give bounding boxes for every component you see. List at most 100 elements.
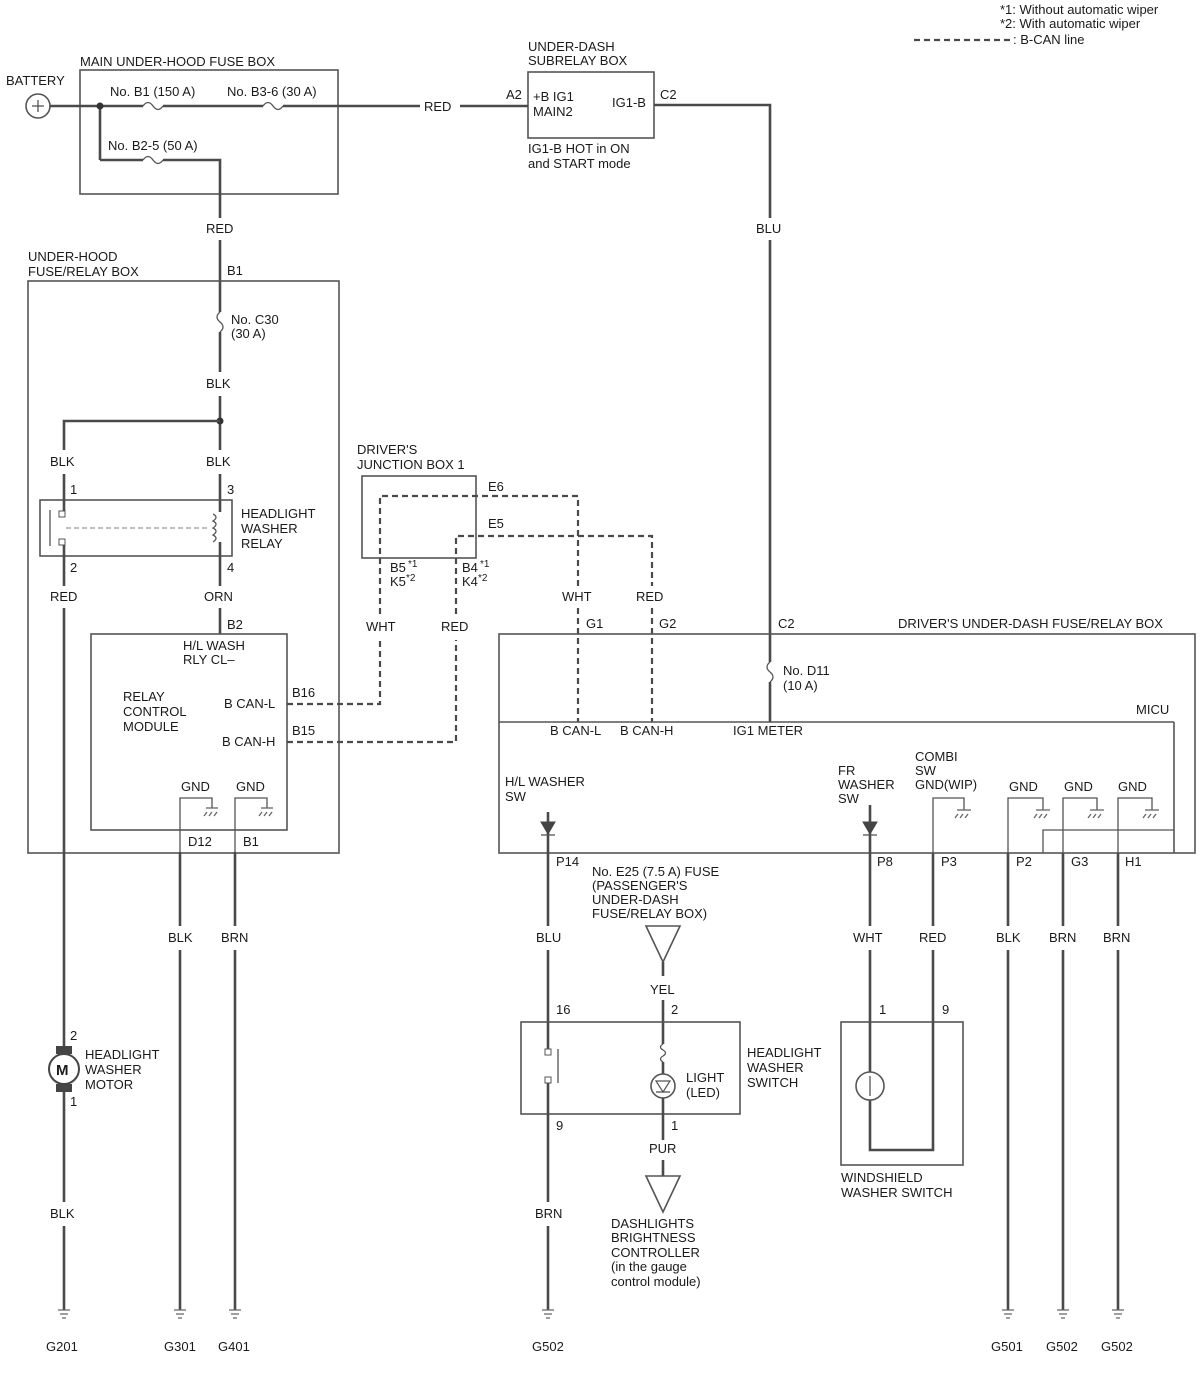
subrelay-inner-1: +B IG1 — [533, 89, 574, 104]
windshield-washer-switch: 1 9 WINDSHIELD WASHER SWITCH — [840, 1002, 964, 1200]
e25-label-4: FUSE/RELAY BOX) — [592, 906, 707, 921]
micu-gnd2-line — [1062, 797, 1098, 853]
junction-e5: E5 — [488, 516, 504, 531]
under-dash-box-outline — [498, 633, 1196, 854]
e25-source-triangle-icon — [644, 925, 682, 964]
wire-color-brn-b1: BRN — [221, 930, 248, 945]
rcm-pin-b15: B15 — [292, 723, 315, 738]
splice-dot — [96, 102, 104, 110]
headlight-washer-motor: 2 M 1 HEADLIGHT WASHER MOTOR BLK — [48, 1028, 159, 1310]
motor-symbol: M — [56, 1062, 69, 1079]
micu-label: MICU — [1136, 702, 1169, 717]
hl-switch-resistor-icon — [659, 1043, 667, 1063]
rcm-pin-d12: D12 — [188, 834, 212, 849]
underhood-pin-b2: B2 — [227, 617, 243, 632]
subrelay-title-2: SUBRELAY BOX — [528, 53, 628, 68]
wire-color-blu-p14: BLU — [536, 930, 561, 945]
wire-color-blk-d12: BLK — [168, 930, 193, 945]
led-icon — [650, 1073, 676, 1099]
micu-gnd-tie — [1042, 829, 1174, 853]
rcm-name-2: CONTROL — [123, 704, 187, 719]
rcm-pin-b1: B1 — [243, 834, 259, 849]
can-l-rcm-path — [287, 640, 382, 706]
relay-contact-bottom — [58, 538, 66, 546]
pin-p3: P3 — [941, 854, 957, 869]
junction-b4: B4 — [462, 560, 478, 575]
junction-k5-sup: *2 — [406, 573, 416, 584]
rcm-hl-wash-1: H/L WASH — [183, 638, 245, 653]
fuse-d11-label-1: No. D11 — [783, 663, 830, 678]
micu-fr-washer-sw-3: SW — [838, 791, 860, 806]
underhood-title-2: FUSE/RELAY BOX — [28, 264, 139, 279]
battery-label: BATTERY — [6, 73, 65, 88]
pin-g3: G3 — [1071, 854, 1088, 869]
e25-fuse-feed: No. E25 (7.5 A) FUSE (PASSENGER'S UNDER-… — [592, 864, 719, 1044]
subrelay-ig1b: IG1-B — [612, 95, 646, 110]
relay-pin-3: 3 — [227, 482, 234, 497]
junction-box-outline — [361, 475, 477, 559]
hl-switch-pin-9: 9 — [556, 1118, 563, 1133]
hl-switch-outline — [520, 1021, 741, 1115]
junction-b5-sup: *1 — [408, 559, 418, 570]
fuse-c30-label-2: (30 A) — [231, 326, 266, 341]
wire-color-red-p3: RED — [919, 930, 946, 945]
legend: *1: Without automatic wiper *2: With aut… — [914, 2, 1159, 47]
wire-color-wht-can: WHT — [366, 619, 396, 634]
ground-icon — [229, 1309, 241, 1319]
junction-k4-sup: *2 — [478, 573, 488, 584]
fuse-b3-6-icon — [262, 101, 284, 111]
micu-combi-3: GND(WIP) — [915, 777, 977, 792]
drivers-junction-box-1: DRIVER'S JUNCTION BOX 1 E6 E5 B5 *1 K5 *… — [287, 442, 663, 744]
fuse-d11-icon — [766, 661, 774, 683]
under-dash-title: DRIVER'S UNDER-DASH FUSE/RELAY BOX — [898, 616, 1163, 631]
subrelay-pin-a2: A2 — [506, 87, 522, 102]
micu-gnd2-hatch — [1087, 813, 1102, 819]
ws-pin-9: 9 — [942, 1002, 949, 1017]
junction-k4: K4 — [462, 574, 478, 589]
relay-control-module: H/L WASH RLY CL– RELAY CONTROL MODULE B … — [90, 633, 315, 1310]
ground-icon — [174, 1309, 186, 1319]
hl-switch-name-3: SWITCH — [747, 1075, 798, 1090]
ground-g501: G501 — [991, 1309, 1023, 1354]
pin-h1: H1 — [1125, 854, 1142, 869]
e25-label-3: UNDER-DASH — [592, 892, 679, 907]
hl-switch-pin-2: 2 — [671, 1002, 678, 1017]
ground-label-g501: G501 — [991, 1339, 1023, 1354]
wire-color-yel: YEL — [650, 982, 675, 997]
hl-switch-contact-top — [544, 1048, 552, 1056]
ground-g502-a: G502 — [1046, 1309, 1078, 1354]
micu-gnd3-hatch — [1142, 813, 1157, 819]
wire-color-blk-1: BLK — [50, 454, 75, 469]
headlight-washer-relay-body — [39, 499, 233, 557]
wire-color-red-can: RED — [441, 619, 468, 634]
relay-pin-1: 1 — [70, 482, 77, 497]
micu-bcanl: B CAN-L — [550, 723, 601, 738]
legend-note-1: *1: Without automatic wiper — [1000, 2, 1159, 17]
rcm-outline — [90, 633, 288, 831]
dashlights-label-1: DASHLIGHTS — [611, 1216, 694, 1231]
wire-color-red-relay: RED — [50, 589, 77, 604]
relay-coil-icon — [211, 513, 217, 543]
wire-color-brn-pin9: BRN — [535, 1206, 562, 1221]
relay-name-2: WASHER — [241, 521, 298, 536]
wire-color-wht-g1: WHT — [562, 589, 592, 604]
micu-hl-washer-sw-2: SW — [505, 789, 527, 804]
pin-p8: P8 — [877, 854, 893, 869]
micu-gnd-1: GND — [1009, 779, 1038, 794]
hl-switch-pin-16: 16 — [556, 1002, 570, 1017]
ws-pin-1: 1 — [879, 1002, 886, 1017]
rcm-gnd-1: GND — [181, 779, 210, 794]
micu-gnd1-hatch — [1033, 813, 1048, 819]
junction-e6: E6 — [488, 479, 504, 494]
led-label-2: (LED) — [686, 1085, 720, 1100]
ground-icon — [1112, 1309, 1124, 1319]
ws-name-2: WASHER SWITCH — [841, 1185, 952, 1200]
dashlights-triangle-icon — [644, 1175, 682, 1214]
ground-points: G201 G301 G401 G502 G501 G502 G502 — [46, 1309, 1133, 1354]
micu-fr-washer-sw-2: WASHER — [838, 777, 895, 792]
motor-name-1: HEADLIGHT — [85, 1047, 159, 1062]
legend-can-line-text: : B-CAN line — [1013, 32, 1085, 47]
ground-label-g502-a: G502 — [1046, 1339, 1078, 1354]
led-label-1: LIGHT — [686, 1070, 724, 1085]
